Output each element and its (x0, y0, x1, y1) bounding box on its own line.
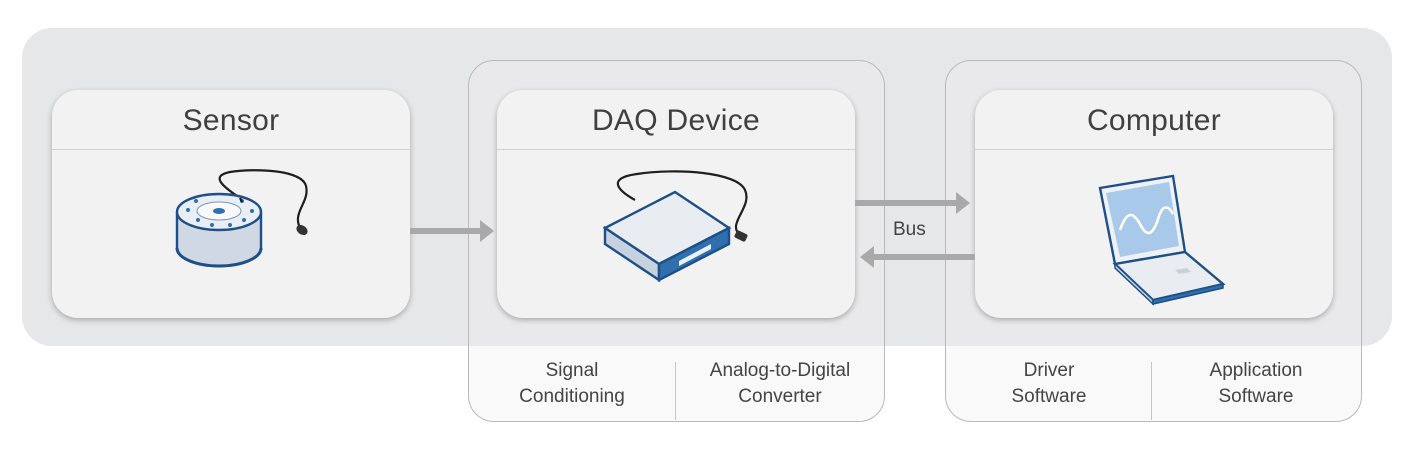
sensor-icon (175, 169, 308, 268)
driver-software-label: Driver Software (947, 358, 1151, 410)
signal-conditioning-line2: Conditioning (519, 386, 625, 407)
signal-conditioning-line1: Signal (545, 360, 599, 381)
application-software-line2: Software (1218, 386, 1294, 407)
driver-software-line2: Software (1011, 386, 1087, 407)
computer-title: Computer (975, 90, 1333, 150)
computer-sub-divider (1151, 362, 1152, 420)
driver-software-line1: Driver (1023, 360, 1075, 381)
application-software-label: Application Software (1152, 358, 1360, 410)
adc-line2: Converter (738, 386, 822, 407)
bus-label: Bus (893, 219, 926, 240)
signal-conditioning-label: Signal Conditioning (470, 358, 674, 410)
daq-device-title: DAQ Device (497, 90, 855, 150)
daq-device-card: DAQ Device (497, 90, 855, 318)
application-software-line1: Application (1209, 360, 1303, 381)
daq-device-icon (602, 170, 748, 283)
computer-card: Computer (975, 90, 1333, 318)
sensor-card: Sensor (52, 90, 410, 318)
adc-label: Analog-to-Digital Converter (676, 358, 884, 410)
adc-line1: Analog-to-Digital (709, 360, 851, 381)
sensor-title: Sensor (52, 90, 410, 150)
laptop-icon (1098, 174, 1226, 306)
daq-sub-divider (675, 362, 676, 420)
